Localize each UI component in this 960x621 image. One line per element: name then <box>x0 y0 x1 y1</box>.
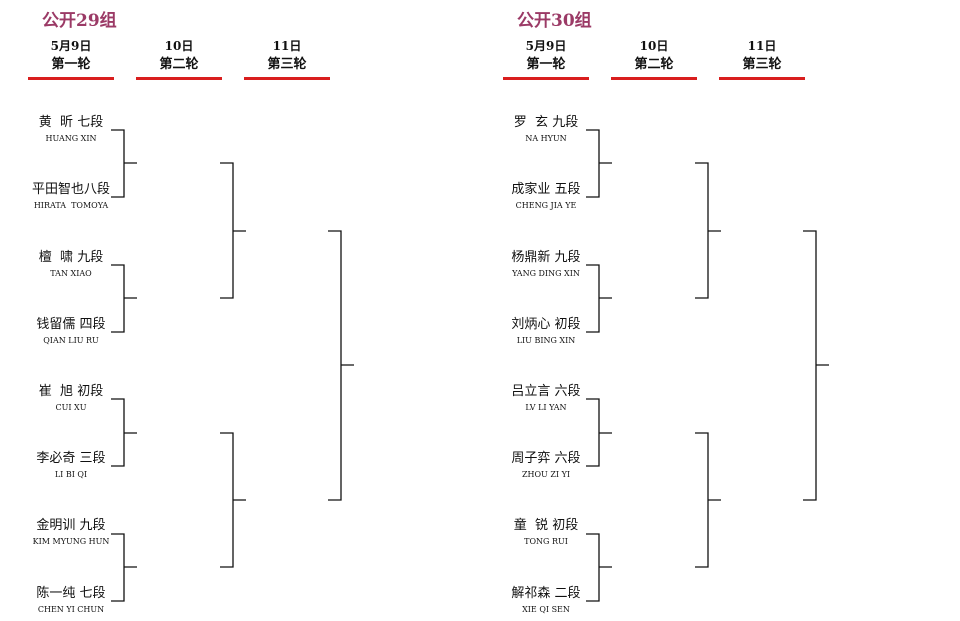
player-name-cn: 黄 昕 七段 <box>38 115 104 130</box>
player-name-en: HUANG XIN <box>45 134 97 143</box>
round-name: 第三轮 <box>742 57 782 72</box>
bracket-line <box>111 398 137 467</box>
round-header-2: 10日 第二轮 <box>136 38 222 80</box>
player-name-en: LV LI YAN <box>525 403 567 412</box>
player-name-en: XIE QI SEN <box>522 605 570 614</box>
group-title: 公开29组 <box>42 11 117 31</box>
player-entry: 杨鼎新 九段 YANG DING XIN <box>491 250 601 279</box>
bracket-group-29: 公开29组 5月9日 第一轮 10日 第二轮 11日 第三轮 黄 昕 七段 HU… <box>0 0 470 621</box>
bracket-group-30: 公开30组 5月9日 第一轮 10日 第二轮 11日 第三轮 罗 玄 九段 NA… <box>475 0 945 621</box>
player-name-en: YANG DING XIN <box>512 269 580 278</box>
player-entry: 罗 玄 九段 NA HYUN <box>491 115 601 144</box>
bracket-line <box>586 398 612 467</box>
player-name-cn: 崔 旭 初段 <box>38 384 104 399</box>
round-name: 第二轮 <box>159 57 199 72</box>
bracket-line <box>220 162 246 299</box>
player-name-en: HIRATA TOMOYA <box>33 201 109 210</box>
bracket-line <box>111 533 137 602</box>
player-name-en: LIU BING XIN <box>516 336 576 345</box>
player-name-cn: 刘炳心 初段 <box>511 317 581 332</box>
player-entry: 刘炳心 初段 LIU BING XIN <box>491 317 601 346</box>
round-header-1: 5月9日 第一轮 <box>503 38 589 80</box>
player-entry: 黄 昕 七段 HUANG XIN <box>16 115 126 144</box>
bracket-line <box>111 129 137 198</box>
player-name-cn: 周子弈 六段 <box>511 451 581 466</box>
bracket-line <box>695 162 721 299</box>
round-underline <box>136 77 222 80</box>
bracket-line <box>586 533 612 602</box>
bracket-line <box>586 264 612 333</box>
player-name-cn: 童 锐 初段 <box>513 518 579 533</box>
player-name-cn: 金明训 九段 <box>36 518 106 533</box>
round-underline <box>503 77 589 80</box>
round-name: 第三轮 <box>267 57 307 72</box>
player-entry: 平田智也八段 HIRATA TOMOYA <box>16 182 126 211</box>
player-name-cn: 陈一纯 七段 <box>36 586 106 601</box>
player-name-en: LI BI QI <box>54 470 88 479</box>
bracket-lines <box>586 129 829 602</box>
player-entry: 钱留儒 四段 QIAN LIU RU <box>16 317 126 346</box>
round-date: 10日 <box>164 39 194 53</box>
round-header-3: 11日 第三轮 <box>719 38 805 80</box>
player-name-en: CUI XU <box>55 403 87 412</box>
round-header-3: 11日 第三轮 <box>244 38 330 80</box>
player-name-cn: 吕立言 六段 <box>511 384 581 399</box>
player-entry: 金明训 九段 KIM MYUNG HUN <box>16 518 126 547</box>
player-entry: 檀 啸 九段 TAN XIAO <box>16 250 126 279</box>
player-name-cn: 杨鼎新 九段 <box>511 250 581 265</box>
player-name-cn: 檀 啸 九段 <box>38 250 104 265</box>
player-entry: 陈一纯 七段 CHEN YI CHUN <box>16 586 126 615</box>
bracket-line <box>803 230 829 501</box>
round-underline <box>719 77 805 80</box>
round-name: 第一轮 <box>526 57 566 72</box>
player-name-en: NA HYUN <box>525 134 567 143</box>
player-entry: 成家业 五段 CHENG JIA YE <box>491 182 601 211</box>
round-underline <box>244 77 330 80</box>
round-name: 第二轮 <box>634 57 674 72</box>
player-name-cn: 罗 玄 九段 <box>513 115 579 130</box>
player-name-cn: 钱留儒 四段 <box>36 317 106 332</box>
player-name-cn: 解祁森 二段 <box>511 586 581 601</box>
player-entry: 吕立言 六段 LV LI YAN <box>491 384 601 413</box>
bracket-lines <box>111 129 354 602</box>
player-entry: 崔 旭 初段 CUI XU <box>16 384 126 413</box>
round-underline <box>28 77 114 80</box>
round-underline <box>611 77 697 80</box>
player-entry: 解祁森 二段 XIE QI SEN <box>491 586 601 615</box>
player-name-cn: 成家业 五段 <box>511 182 581 197</box>
round-date: 11日 <box>272 39 302 53</box>
round-header-1: 5月9日 第一轮 <box>28 38 114 80</box>
player-name-en: CHENG JIA YE <box>515 201 577 210</box>
bracket-line <box>220 432 246 568</box>
player-name-en: ZHOU ZI YI <box>521 470 571 479</box>
player-name-en: TONG RUI <box>524 537 568 546</box>
player-name-cn: 李必奇 三段 <box>36 451 106 466</box>
player-name-en: KIM MYUNG HUN <box>32 537 110 546</box>
bracket-line <box>111 264 137 333</box>
round-date: 11日 <box>747 39 777 53</box>
player-entry: 童 锐 初段 TONG RUI <box>491 518 601 547</box>
player-name-en: CHEN YI CHUN <box>37 605 105 614</box>
player-entry: 周子弈 六段 ZHOU ZI YI <box>491 451 601 480</box>
player-entry: 李必奇 三段 LI BI QI <box>16 451 126 480</box>
round-date: 5月9日 <box>525 39 567 53</box>
player-name-en: QIAN LIU RU <box>43 336 99 345</box>
player-name-en: TAN XIAO <box>50 269 92 278</box>
round-header-2: 10日 第二轮 <box>611 38 697 80</box>
round-date: 5月9日 <box>50 39 92 53</box>
bracket-line <box>328 230 354 501</box>
round-date: 10日 <box>639 39 669 53</box>
bracket-line <box>586 129 612 198</box>
group-title: 公开30组 <box>517 11 592 31</box>
round-name: 第一轮 <box>51 57 91 72</box>
player-name-cn: 平田智也八段 <box>31 182 110 197</box>
bracket-line <box>695 432 721 568</box>
